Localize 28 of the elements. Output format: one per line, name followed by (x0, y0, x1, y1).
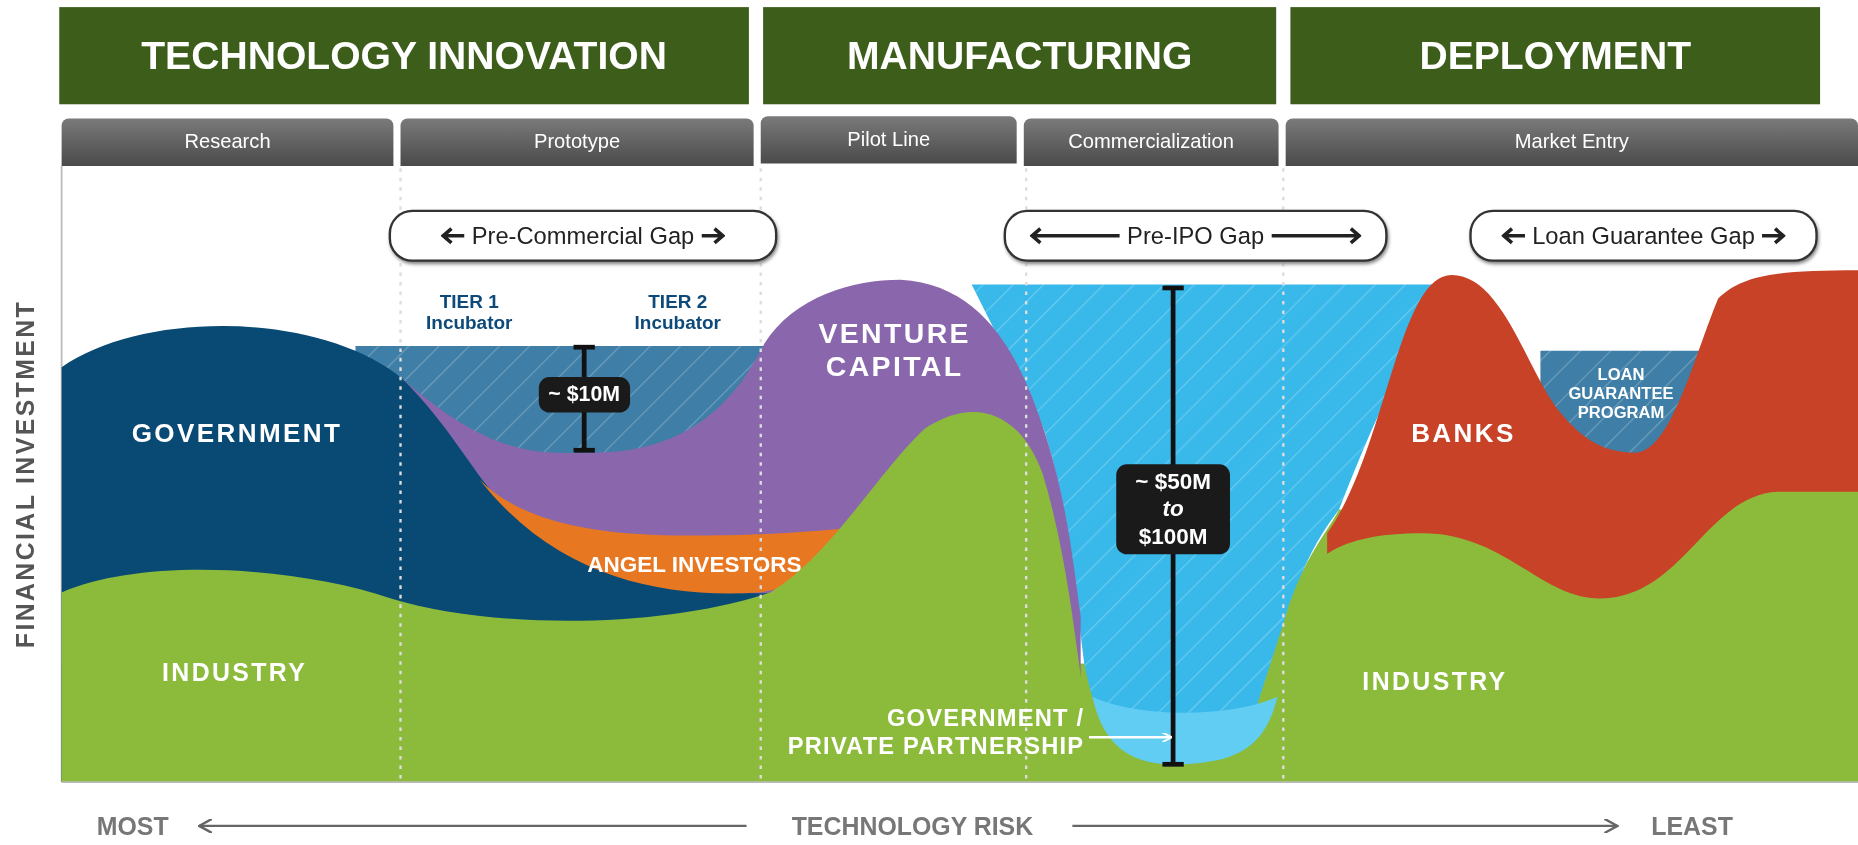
axis-label: MOST (96, 812, 169, 842)
area-label: GOVERNMENT (131, 418, 343, 449)
incubator-label: TIER 2 Incubator (633, 291, 722, 335)
partnership-area (1092, 696, 1278, 765)
area-label: BANKS (1411, 418, 1516, 449)
section-header: MANUFACTURING (763, 7, 1277, 105)
axis-label: FINANCIAL INVESTMENT (11, 298, 41, 651)
area-label: ANGEL INVESTORS (587, 552, 802, 579)
gap-label: Pre-IPO Gap (1127, 222, 1265, 250)
area-label: INDUSTRY (162, 658, 308, 688)
area-label: INDUSTRY (1362, 667, 1508, 696)
incubator-label: TIER 1 Incubator (425, 291, 514, 335)
dimension-value: ~ $10M (538, 377, 630, 413)
section-header: TECHNOLOGY INNOVATION (59, 7, 749, 105)
callout-text: GOVERNMENT / PRIVATE PARTNERSHIP (752, 705, 1085, 760)
area-label: VENTURE CAPITAL (817, 316, 972, 383)
stage-tab: Market Entry (1285, 118, 1858, 166)
gap-label: Pre-Commercial Gap (471, 222, 695, 250)
stage-tab: Pilot Line (760, 116, 1017, 164)
stage-tab: Prototype (400, 118, 754, 166)
stage-tab: Research (61, 118, 394, 166)
axis-label: LEAST (1651, 812, 1733, 842)
stage-tab: Commercialization (1023, 118, 1279, 166)
gap-label: Loan Guarantee Gap (1532, 222, 1755, 250)
area-label: LOAN GUARANTEE PROGRAM (1567, 364, 1675, 422)
dimension-value: ~ $50M to $100M (1116, 464, 1230, 555)
axis-label: TECHNOLOGY RISK (791, 812, 1034, 842)
section-header: DEPLOYMENT (1290, 7, 1821, 105)
